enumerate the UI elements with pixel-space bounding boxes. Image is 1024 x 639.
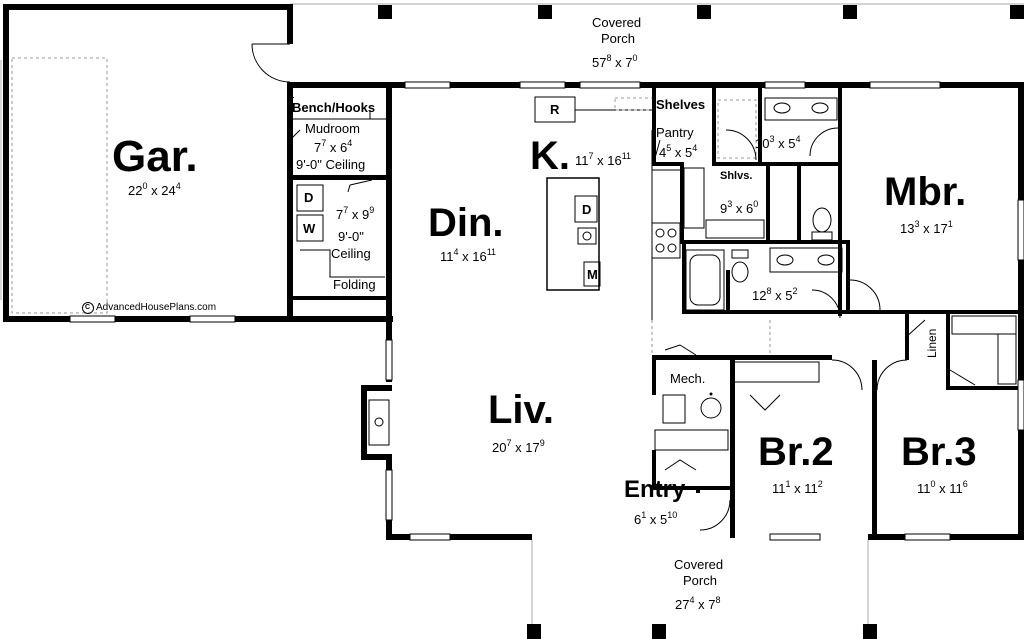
dining-label: Din. <box>428 201 504 245</box>
garage-label: Gar. <box>112 132 198 181</box>
dining-dim: 114 x 1611 <box>440 247 497 264</box>
porch-top-dim: 578 x 70 <box>592 53 638 70</box>
master-label: Mbr. <box>884 170 967 214</box>
mudroom-dim: 77 x 64 <box>314 138 353 155</box>
mech-label: Mech. <box>670 371 706 386</box>
shelves-label: Shelves <box>656 97 706 112</box>
interior-walls <box>652 86 1024 538</box>
bed2-label: Br.2 <box>758 430 834 474</box>
dishwasher-label: D <box>582 202 592 217</box>
bed2-dim: 111 x 112 <box>772 479 823 496</box>
living-label: Liv. <box>488 388 554 432</box>
living-dim: 207 x 179 <box>492 438 545 455</box>
mudroom-walls <box>289 97 390 300</box>
porch-bottom-outline <box>527 540 877 639</box>
master-bath-dim: 103 x 54 <box>755 134 801 151</box>
bed3-dim: 110 x 116 <box>917 479 968 496</box>
closet-dim: 93 x 60 <box>720 199 759 216</box>
closet-shelving <box>654 167 1017 451</box>
folding-label: Folding <box>333 277 376 292</box>
kitchen-label: K. <box>530 134 570 178</box>
laundry-ceiling1: 9'-0" <box>338 229 364 244</box>
entry-dim: 61 x 510 <box>634 510 678 527</box>
porch-bottom-dim: 274 x 78 <box>675 595 721 612</box>
closet-shelves-label: Shlvs. <box>720 170 753 182</box>
laundry-dim: 77 x 99 <box>336 205 375 222</box>
pantry-dim: 45 x 54 <box>659 143 698 160</box>
kitchen-dim: 117 x 1611 <box>575 151 632 168</box>
openings <box>651 320 771 355</box>
garage-dim: 220 x 244 <box>128 181 181 198</box>
mudroom-ceiling: 9'-0" Ceiling <box>296 157 366 172</box>
copyright-icon <box>82 302 94 314</box>
copyright-text: AdvancedHousePlans.com <box>96 302 217 313</box>
washer-label: W <box>303 221 316 236</box>
fridge-label: R <box>550 102 560 117</box>
mech-fixtures <box>662 392 722 424</box>
door-swings <box>654 127 976 531</box>
garage-walls <box>0 4 393 323</box>
dryer-label: D <box>304 190 314 205</box>
bath2-dim: 128 x 52 <box>752 286 798 303</box>
bath-fixtures <box>685 97 843 311</box>
copyright-symbol: C <box>85 304 91 311</box>
mudroom-label: Mudroom <box>305 121 360 136</box>
porch-top-label2: Porch <box>601 31 635 46</box>
master-dim: 133 x 171 <box>900 219 953 236</box>
linen-label: Linen <box>925 328 939 358</box>
porch-top-label1: Covered <box>592 15 642 30</box>
pantry-label: Pantry <box>656 125 694 140</box>
bench-hooks-label: Bench/Hooks <box>292 100 376 115</box>
microwave-label: M <box>587 267 598 282</box>
porch-top-outline <box>290 3 1024 84</box>
entry-label: Entry <box>624 476 686 503</box>
laundry-ceiling2: Ceiling <box>331 246 371 261</box>
porch-bottom-label2: Porch <box>683 573 717 588</box>
porch-bottom-label1: Covered <box>674 557 724 572</box>
bed3-label: Br.3 <box>901 430 977 474</box>
